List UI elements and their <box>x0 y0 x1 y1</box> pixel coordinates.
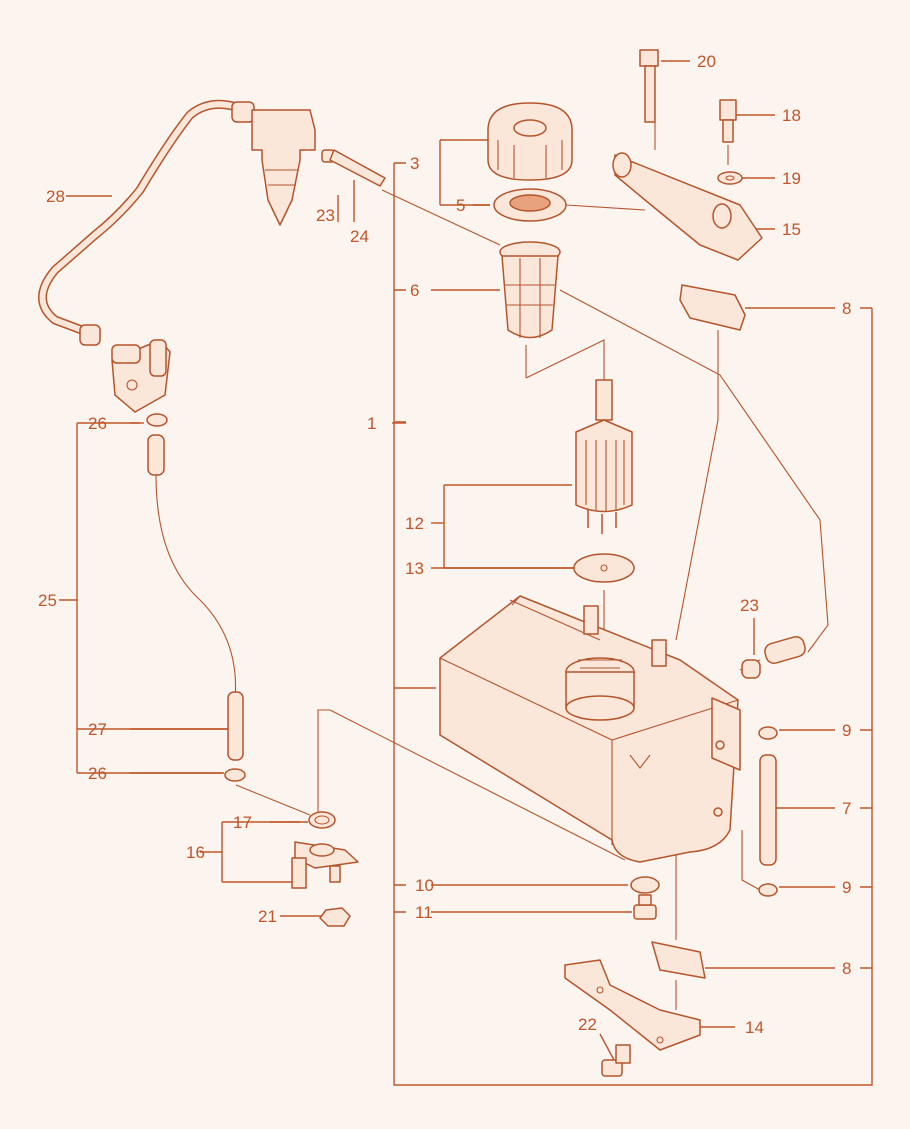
callout-11: 11 <box>415 903 433 922</box>
callout-14: 14 <box>745 1018 764 1037</box>
callout-3: 3 <box>410 154 419 173</box>
breather-hose <box>759 754 777 866</box>
cock-nut <box>319 907 351 927</box>
tank-cap-gasket <box>493 188 567 222</box>
callout-8-bottom: 8 <box>842 959 851 978</box>
clamp-bolt <box>639 49 659 123</box>
collar <box>719 99 737 143</box>
callout-6: 6 <box>410 281 419 300</box>
rubber-cushion <box>651 284 746 979</box>
callout-7: 7 <box>842 799 851 818</box>
callout-16: 16 <box>186 843 205 862</box>
callout-27: 27 <box>88 720 107 739</box>
filter-seat <box>573 553 635 583</box>
callout-20: 20 <box>697 52 716 71</box>
callout-5: 5 <box>456 196 465 215</box>
fuel-filter <box>575 379 633 534</box>
callout-26-top: 26 <box>88 414 107 433</box>
callout-28: 28 <box>46 187 65 206</box>
assembly-guide-lines <box>235 120 829 1010</box>
leader-lines <box>59 60 835 1061</box>
callout-15: 15 <box>782 220 801 239</box>
callout-1: 1 <box>367 414 376 433</box>
fuel-hose <box>147 434 244 761</box>
callout-25: 25 <box>38 591 57 610</box>
washer <box>717 171 743 185</box>
callout-24: 24 <box>350 227 369 246</box>
injection-pipe <box>38 99 255 346</box>
hose-clip <box>758 726 778 897</box>
fuel-tank <box>439 595 741 863</box>
fuel-injection-pump <box>111 339 171 413</box>
callout-21: 21 <box>258 907 277 926</box>
cock-gasket <box>308 811 336 829</box>
hose-band <box>741 636 806 679</box>
callout-9-top: 9 <box>842 721 851 740</box>
callout-13: 13 <box>405 559 424 578</box>
callout-23-right: 23 <box>740 596 759 615</box>
filler-strainer <box>499 241 561 339</box>
bolt <box>601 1044 631 1077</box>
callout-23-left: 23 <box>316 206 335 225</box>
fuel-cock <box>291 841 359 889</box>
fuel-cap <box>487 102 573 181</box>
callout-18: 18 <box>782 106 801 125</box>
fuel-injector <box>251 109 316 226</box>
callout-12: 12 <box>405 514 424 533</box>
callout-26-bottom: 26 <box>88 764 107 783</box>
hose-band <box>146 413 246 782</box>
drain-washer <box>630 876 660 894</box>
callout-19: 19 <box>782 169 801 188</box>
callout-10: 10 <box>415 876 434 895</box>
tank-bracket <box>564 959 701 1051</box>
callout-17: 17 <box>233 813 252 832</box>
callout-8-top: 8 <box>842 299 851 318</box>
top-bracket <box>612 152 763 261</box>
callout-9-bottom: 9 <box>842 878 851 897</box>
leak-off-pipe <box>321 149 386 187</box>
callout-labels: 20 18 3 19 5 15 6 8 28 23 24 26 1 12 13 … <box>38 52 851 1037</box>
callout-22: 22 <box>578 1015 597 1034</box>
drain-bolt <box>633 894 657 920</box>
